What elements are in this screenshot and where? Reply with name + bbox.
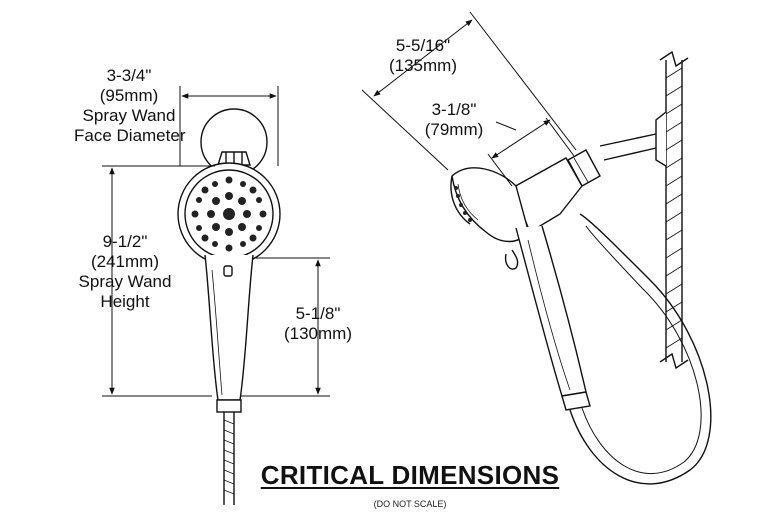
mount-reach-metric: (79mm) (424, 120, 484, 139)
side-view (450, 50, 712, 485)
handle (204, 254, 254, 401)
handle-length-label: 5-1/8" (130mm) (268, 304, 368, 344)
side-dimension-lines (361, 11, 577, 187)
handle-length-imperial: 5-1/8" (295, 304, 341, 323)
page-title: CRITICAL DIMENSIONS (260, 460, 560, 490)
hose-ribbing (223, 419, 235, 495)
spray-nozzles (191, 176, 267, 252)
face-diameter-caption-2: Face Diameter (74, 126, 186, 145)
side-base-nut (561, 391, 591, 411)
face-diameter-caption-1: Spray Wand (82, 106, 176, 125)
drip-tip (504, 249, 519, 270)
wand-height-caption-2: Height (100, 292, 150, 311)
front-view (177, 108, 281, 505)
overall-reach-line (373, 19, 473, 97)
face-diameter-metric: (95mm) (99, 86, 159, 105)
spray-button (223, 265, 233, 277)
wand-height-label: 9-1/2" (241mm) Spray Wand Height (70, 232, 180, 312)
front-dimension-lines (102, 86, 330, 397)
handle-length-metric: (130mm) (283, 324, 352, 343)
shower-arm (599, 133, 657, 161)
overall-reach-imperial: 5-5/16" (395, 36, 451, 55)
side-nozzles (454, 186, 472, 222)
wall (659, 50, 689, 370)
page-subtitle: (DO NOT SCALE) (373, 499, 447, 509)
overall-reach-label: 5-5/16" (135mm) (378, 36, 468, 76)
mount-reach-label: 3-1/8" (79mm) (414, 100, 494, 140)
base-nut (216, 399, 242, 413)
wand-height-caption-1: Spray Wand (78, 272, 172, 291)
mount-reach-line (491, 119, 551, 159)
arm-flange (655, 111, 667, 167)
side-hose (569, 213, 712, 485)
spray-head-side (451, 167, 529, 243)
handle-side (515, 225, 587, 397)
mount-reach-imperial: 3-1/8" (431, 100, 477, 119)
overall-reach-metric: (135mm) (388, 56, 457, 75)
hose (223, 412, 235, 505)
wand-height-metric: (241mm) (90, 252, 159, 271)
face-diameter-label: 3-3/4" (95mm) Spray Wand Face Diameter (74, 66, 186, 146)
face-diameter-imperial: 3-3/4" (106, 66, 152, 85)
wand-height-imperial: 9-1/2" (102, 232, 148, 251)
